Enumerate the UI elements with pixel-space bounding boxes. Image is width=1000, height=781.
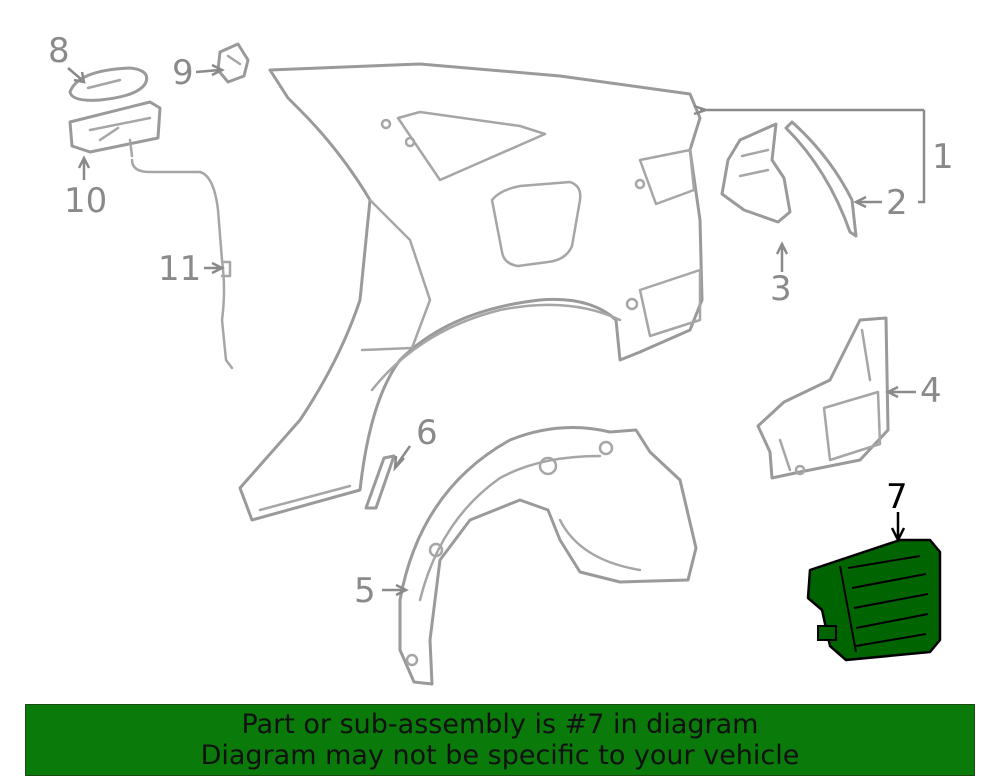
callout-2: 2: [886, 183, 908, 223]
part-2-strip: [784, 120, 858, 238]
part-1-quarter-panel: [238, 62, 704, 522]
part-4-inner-panel: [756, 316, 890, 480]
callout-3: 3: [770, 269, 792, 309]
part-8-trim: [68, 66, 149, 102]
info-banner: Part or sub-assembly is #7 in diagram Di…: [25, 704, 975, 776]
callout-11: 11: [158, 249, 201, 289]
part-9-clip: [216, 42, 250, 84]
banner-line-2: Diagram may not be specific to your vehi…: [200, 740, 800, 771]
callout-4: 4: [920, 371, 942, 411]
parts-diagram: 1 2 3 4 5 6 7 8 9 10 11: [48, 31, 954, 686]
part-6-strip: [364, 454, 396, 510]
callout-7: 7: [886, 477, 908, 517]
part-3-bracket: [720, 122, 792, 224]
callout-10: 10: [64, 181, 107, 221]
callout-9: 9: [172, 53, 194, 93]
part-10-housing: [68, 100, 162, 158]
callout-5: 5: [354, 571, 376, 611]
banner-line-1: Part or sub-assembly is #7 in diagram: [241, 709, 759, 740]
part-7-fuel-filler-housing[interactable]: [806, 538, 942, 662]
callout-6: 6: [416, 413, 438, 453]
callout-8: 8: [48, 31, 70, 71]
callout-1: 1: [932, 137, 954, 177]
leader-lines: [67, 63, 926, 597]
part-11-cable: [130, 158, 234, 370]
part-5-liner: [398, 426, 698, 686]
